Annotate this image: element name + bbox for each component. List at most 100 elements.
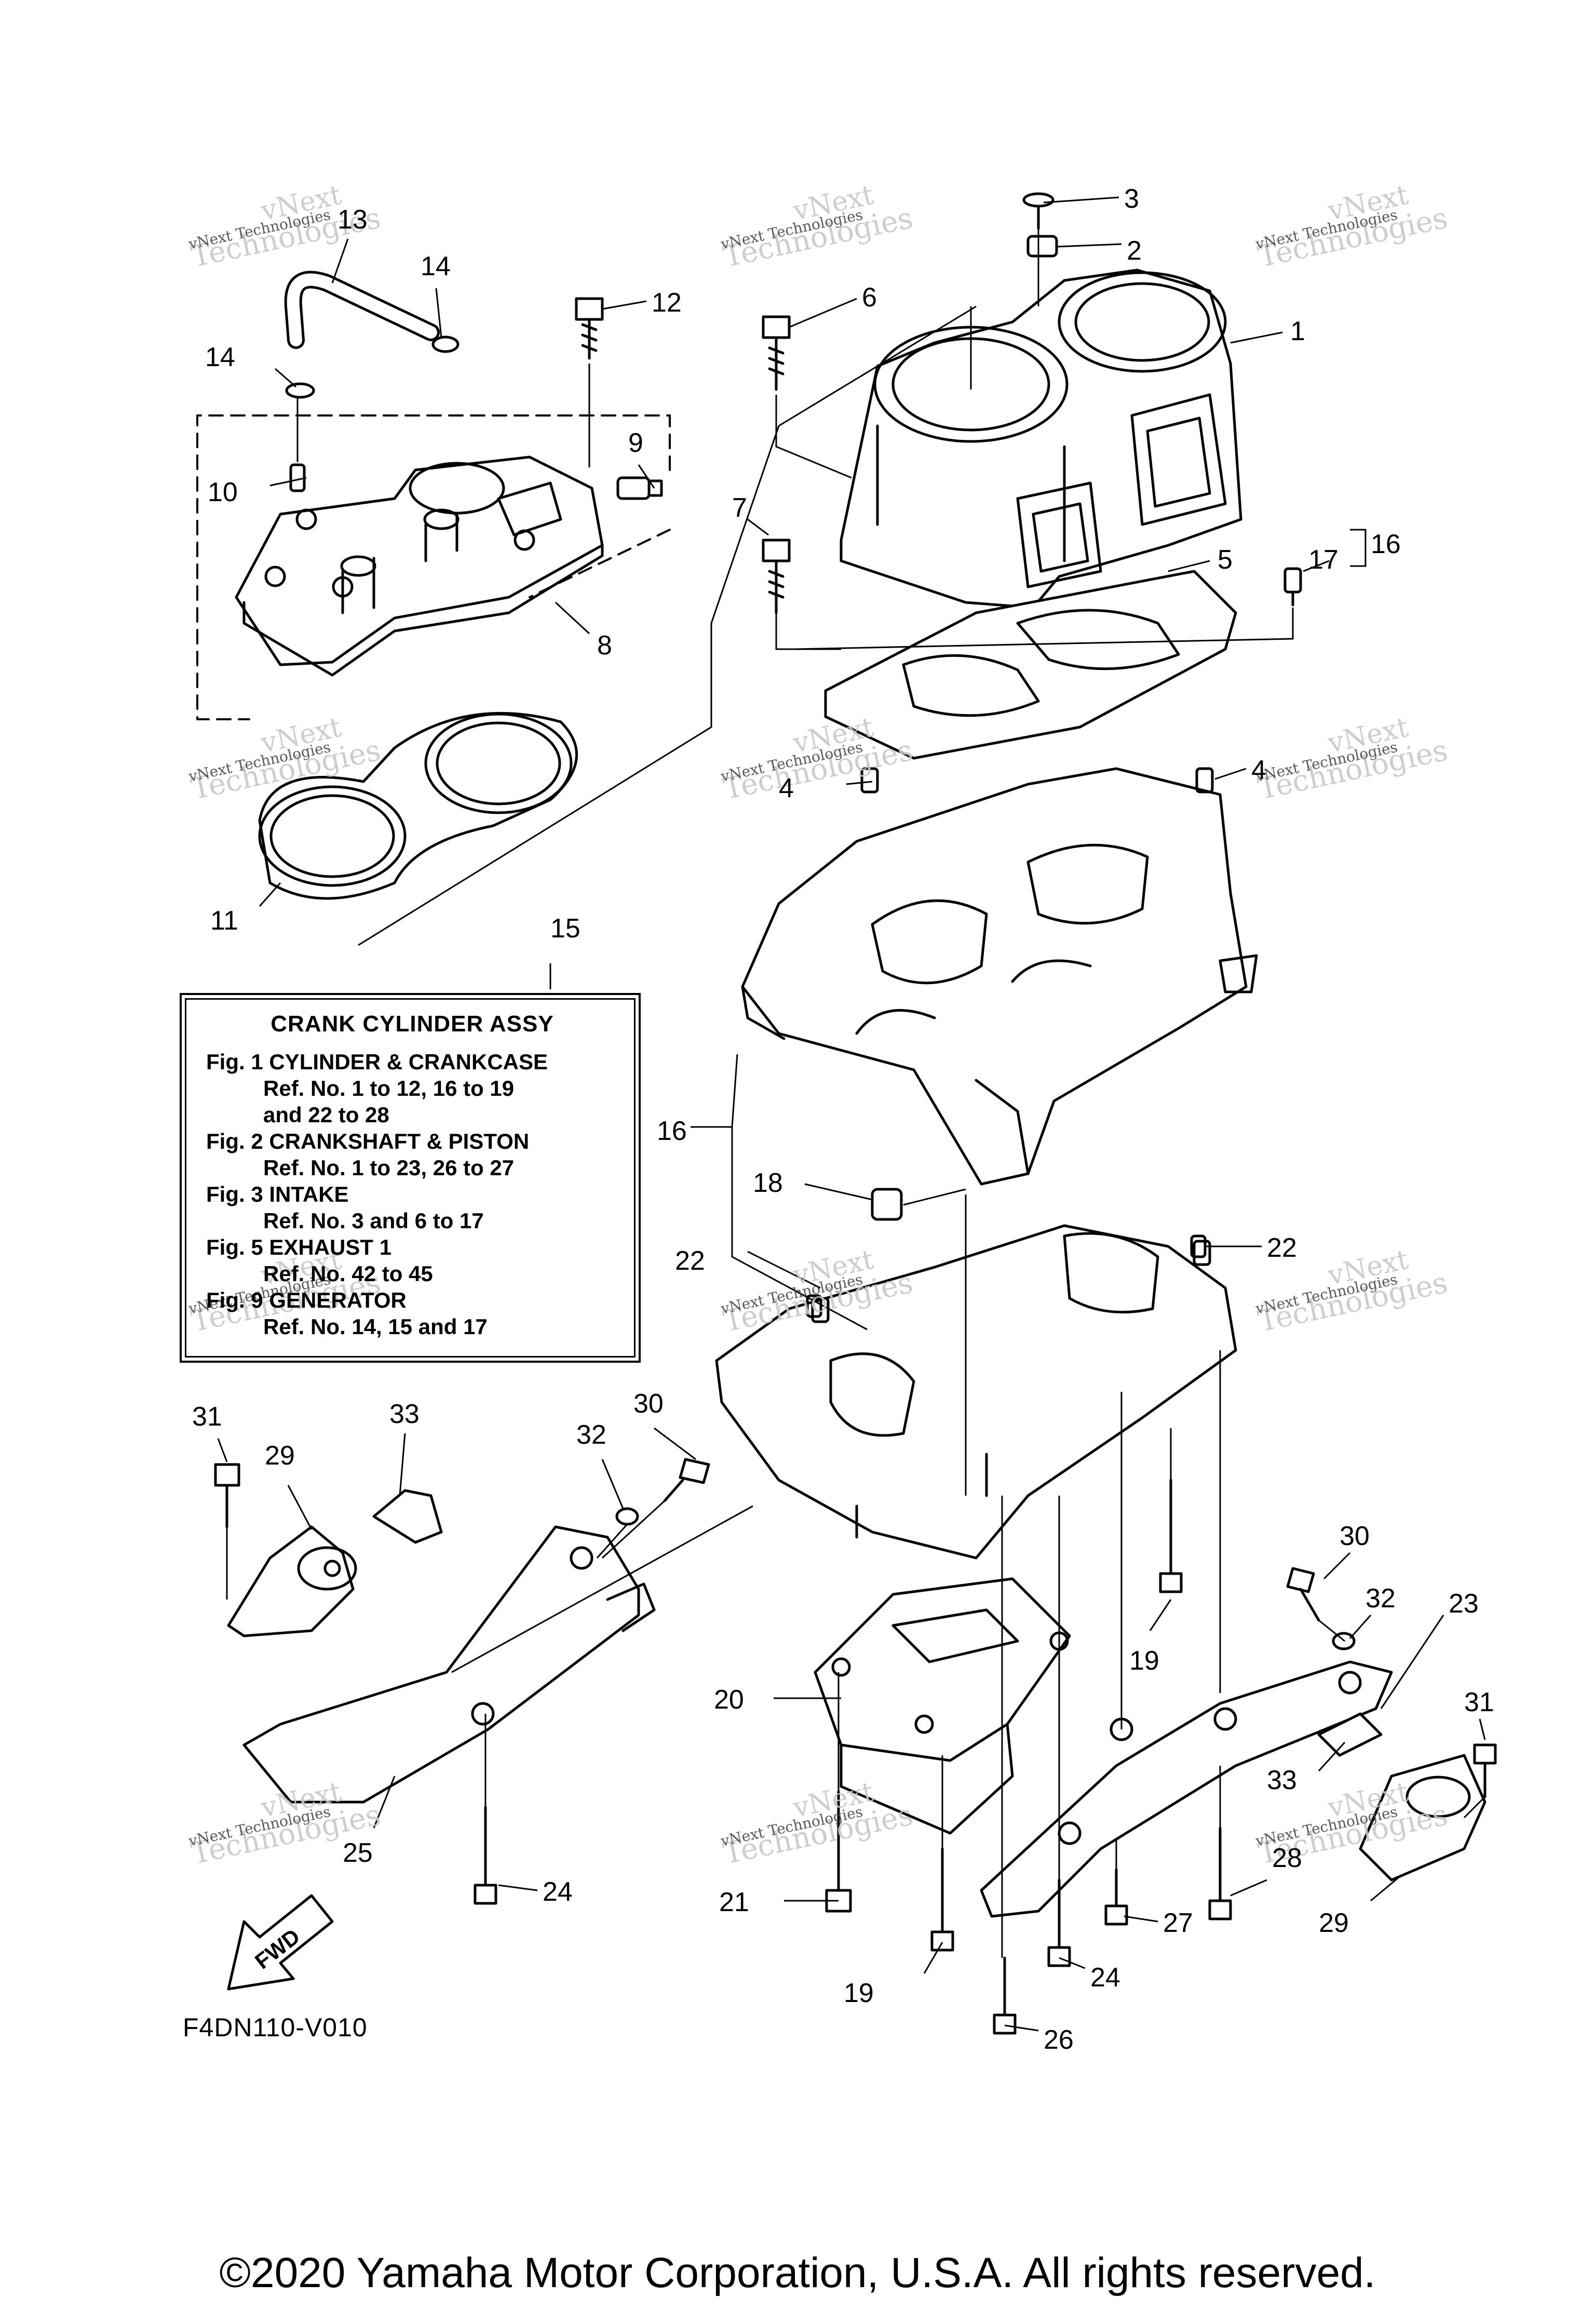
callout-label: 2 <box>1127 236 1142 266</box>
callout-label: 24 <box>1090 1963 1120 1993</box>
callout-label: 29 <box>265 1441 295 1471</box>
legend-row: Fig. 3 INTAKE <box>206 1182 349 1206</box>
bolt-19-lower-part <box>930 1847 954 1952</box>
callout-label: 6 <box>862 283 877 313</box>
callout-label: 9 <box>628 428 643 458</box>
callout-label: 30 <box>633 1389 664 1419</box>
legend-row: Ref. No. 1 to 23, 26 to 27 <box>263 1156 515 1180</box>
bushing-18-part <box>871 1188 903 1221</box>
callout-label: 12 <box>652 288 682 318</box>
washer-32-left-part <box>615 1507 639 1526</box>
callout-label: 32 <box>576 1420 606 1450</box>
bolt-31-right-part <box>1473 1743 1497 1798</box>
callout-label: 10 <box>208 477 238 507</box>
callout-label: 29 <box>1319 1908 1349 1938</box>
dowel-pin-part <box>289 463 306 492</box>
callout-label: 15 <box>550 914 580 944</box>
bolt-28-part <box>1208 1826 1232 1920</box>
cover-plate-part <box>235 455 604 677</box>
bolt-30-left-part <box>663 1458 710 1502</box>
stud-17-part <box>1283 567 1302 607</box>
cover-assembly-outline <box>196 414 671 720</box>
legend-row: Ref. No. 1 to 12, 16 to 19 <box>263 1076 515 1100</box>
callout-label: 14 <box>421 251 451 281</box>
callout-label: 32 <box>1366 1583 1396 1614</box>
callout-label: 4 <box>779 773 794 803</box>
mount-bracket-left-part <box>242 1525 656 1804</box>
callout-label: 24 <box>543 1877 573 1907</box>
callout-label: 13 <box>337 205 368 235</box>
callout-label: 33 <box>389 1399 420 1429</box>
callout-label: 19 <box>844 1978 874 2008</box>
callout-label: 3 <box>1124 184 1139 214</box>
spacer-33-left-part <box>372 1489 443 1544</box>
callout-label: 8 <box>597 630 612 661</box>
callout-label: 20 <box>714 1685 744 1715</box>
callout-label: 16 <box>1371 529 1401 559</box>
bolt-12-part <box>575 297 604 360</box>
legend-row: Fig. 2 CRANKSHAFT & PISTON <box>206 1129 530 1153</box>
bolt-21-part <box>825 1790 852 1913</box>
callout-label: 7 <box>732 493 747 523</box>
legend-row: Fig. 1 CYLINDER & CRANKCASE <box>206 1050 548 1074</box>
engine-mount-left-part <box>227 1525 357 1637</box>
callout-label: 4 <box>1251 755 1266 785</box>
legend-row: Ref. No. 42 to 45 <box>263 1261 433 1286</box>
callout-label: 16 <box>657 1116 687 1146</box>
callout-label: 11 <box>210 906 238 936</box>
callout-label: 28 <box>1272 1843 1302 1873</box>
drawing-code: F4DN110-V010 <box>183 2013 368 2042</box>
legend-row: Ref. No. 14, 15 and 17 <box>263 1314 488 1339</box>
tray-20-part <box>814 1577 1071 1835</box>
copyright-notice: ©2020 Yamaha Motor Corporation, U.S.A. A… <box>219 2249 1376 2296</box>
hose-part <box>284 271 440 349</box>
bolt-19-upper-part <box>1159 1479 1183 1593</box>
bolt-26-part <box>993 1956 1017 2035</box>
callout-label: 26 <box>1044 2025 1074 2055</box>
callout-label: 23 <box>1449 1589 1479 1619</box>
legend-title: CRANK CYLINDER ASSY <box>271 1011 554 1037</box>
mount-bracket-right-part <box>980 1660 1393 1918</box>
bolt-31-left-part <box>214 1463 240 1528</box>
callout-label: 22 <box>675 1246 705 1276</box>
legend-row: Fig. 5 EXHAUST 1 <box>206 1235 392 1259</box>
callout-label: 31 <box>1464 1687 1494 1717</box>
watermark: vNext Technologies vNext Technologies <box>1254 712 1451 807</box>
spacer-33-right-part <box>1317 1712 1383 1757</box>
lower-crankcase-part <box>715 1224 1237 1560</box>
bolt-7-part <box>762 539 791 614</box>
bolt-27-part <box>1104 1868 1128 1926</box>
legend-row: Ref. No. 3 and 6 to 17 <box>263 1208 484 1233</box>
callout-label: 33 <box>1267 1765 1297 1795</box>
bolt-24-left-part <box>474 1806 497 1905</box>
base-gasket-part <box>824 570 1237 760</box>
callout-label: 18 <box>753 1168 783 1198</box>
callout-label: 5 <box>1218 545 1233 575</box>
bolt-6-part <box>762 315 791 391</box>
callout-label: 1 <box>1290 316 1305 346</box>
callout-label: 14 <box>205 342 235 372</box>
upper-crankcase-part <box>741 767 1258 1186</box>
reference-legend-box: CRANK CYLINDER ASSY Fig. 1 CYLINDER & CR… <box>180 993 641 1363</box>
callout-label: 30 <box>1340 1521 1370 1551</box>
washer-32-right-part <box>1332 1632 1356 1650</box>
legend-row: and 22 to 28 <box>263 1103 389 1127</box>
watermark: vNext Technologies vNext Technologies <box>719 1777 916 1871</box>
legend-row: Fig. 9 GENERATOR <box>206 1288 407 1312</box>
callout-labels: 1 2 3 4 4 5 6 7 8 9 10 11 12 13 14 14 15… <box>192 184 1494 2055</box>
leader-lines <box>217 196 1486 2032</box>
callout-label: 21 <box>719 1887 749 1917</box>
bolt-30-right-part <box>1286 1567 1320 1622</box>
watermark: vNext Technologies vNext Technologies <box>1254 180 1451 274</box>
callout-label: 31 <box>192 1402 222 1432</box>
cylinder-part <box>840 235 1242 609</box>
fwd-arrow-icon: FWD <box>227 1894 334 1991</box>
engine-mount-right-part <box>1359 1754 1486 1882</box>
callout-label: 17 <box>1308 545 1339 575</box>
hose-clamp-part <box>285 335 459 399</box>
plug-part <box>616 476 663 500</box>
head-gasket-part <box>258 711 578 900</box>
callout-label: 27 <box>1163 1908 1193 1938</box>
watermark: vNext Technologies vNext Technologies <box>719 180 916 274</box>
